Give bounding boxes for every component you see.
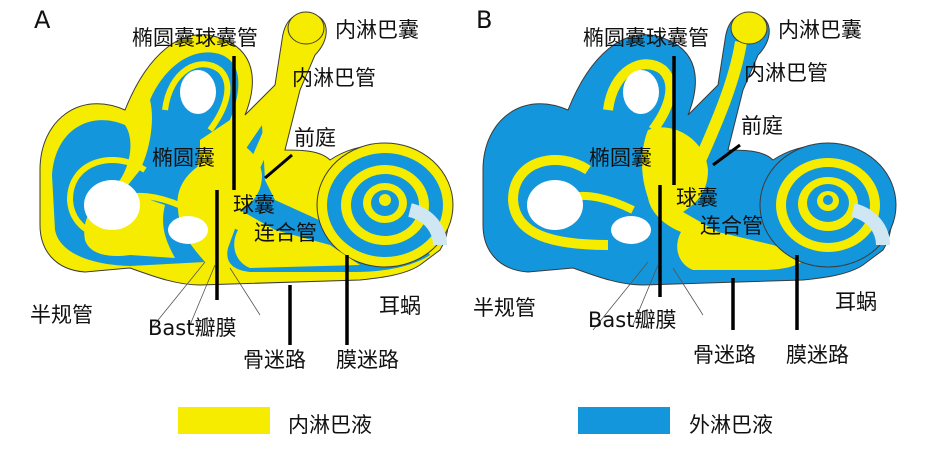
panel-a-label-endolymphatic-sac: 内淋巴囊 (335, 18, 419, 42)
legend-endolymph-label: 内淋巴液 (288, 413, 372, 437)
panel-b-label-ductus-reuniens: 连合管 (700, 214, 763, 238)
panel-b-semicircular-canal-loop-1 (507, 155, 609, 250)
panel-a-letter: A (34, 6, 51, 34)
panel-a-pointer-vestibule (264, 153, 293, 180)
panel-b-endolymphatic-duct (692, 41, 747, 168)
panel-b-label-saccule: 球囊 (676, 186, 718, 210)
panel-a-endolymphatic-duct (249, 41, 304, 168)
legend-endolymph-swatch (178, 407, 270, 434)
panel-a-label-cochlea: 耳蜗 (379, 294, 421, 318)
panel-a-canal-hole-1 (84, 180, 140, 230)
legend-perilymph-label: 外淋巴液 (689, 413, 773, 437)
panel-a-nerve-lines (149, 261, 261, 331)
panel-b-label-bony-labyrinth: 骨迷路 (693, 343, 756, 367)
panel-a-utricle-saccule (197, 137, 360, 268)
panel-b-canal-hole-2 (623, 70, 659, 114)
panel-b-canal-hole-1 (527, 180, 583, 230)
panel-a-cochlea (316, 142, 454, 268)
panel-a-canal-hole-2 (180, 70, 216, 114)
panel-b-label-endolymphatic-sac: 内淋巴囊 (778, 18, 862, 42)
panel-b-nerve-lines (592, 261, 704, 331)
panel-a-endolymphatic-sac (287, 11, 325, 45)
panel-a-label-utricle: 椭圆囊 (152, 146, 215, 170)
panel-a-label-semicircular-canal: 半规管 (30, 303, 93, 327)
panel-b-endolymphatic-sac (730, 11, 768, 45)
panel-b-label-semicircular-canal: 半规管 (473, 296, 536, 320)
panel-a-label-bony-labyrinth: 骨迷路 (243, 348, 306, 372)
panel-b-label-bast-valve: Bast瓣膜 (588, 308, 677, 332)
panel-b-label-membranous-labyrinth: 膜迷路 (786, 343, 849, 367)
panel-a-canal-hole-3 (168, 216, 208, 244)
panel-a-label-ductus-reuniens: 连合管 (254, 221, 317, 245)
panel-b-label-utricle-saccular-duct: 椭圆囊球囊管 (583, 26, 709, 50)
panel-a-label-utricle-saccular-duct: 椭圆囊球囊管 (132, 26, 258, 50)
panel-a-label-saccule: 球囊 (233, 193, 275, 217)
panel-b-label-endolymphatic-duct: 内淋巴管 (744, 61, 828, 85)
panel-b-label-utricle: 椭圆囊 (589, 146, 652, 170)
panel-a-semicircular-canal-loop-2 (162, 61, 231, 132)
panel-b-drawing (482, 11, 897, 331)
panel-b-semicircular-canal-loop-2 (603, 59, 676, 133)
panel-a-label-endolymphatic-duct: 内淋巴管 (292, 66, 376, 90)
panel-a-label-vestibule: 前庭 (294, 126, 336, 150)
panel-b-utricle-saccule (642, 127, 808, 270)
panel-a-semicircular-canal-loop-1 (66, 157, 166, 248)
panel-b-canal-hole-3 (611, 216, 651, 244)
panel-b-pointer-vestibule (712, 143, 741, 167)
legend-perilymph-swatch (578, 407, 670, 434)
panel-b-cochlea (759, 142, 897, 268)
panel-a-drawing (39, 11, 454, 345)
panel-b-letter: B (476, 6, 493, 34)
panel-b-label-vestibule: 前庭 (741, 114, 783, 138)
panel-b-label-cochlea: 耳蜗 (835, 290, 877, 314)
panel-a-label-membranous-labyrinth: 膜迷路 (336, 348, 399, 372)
panel-a-label-bast-valve: Bast瓣膜 (148, 316, 237, 340)
